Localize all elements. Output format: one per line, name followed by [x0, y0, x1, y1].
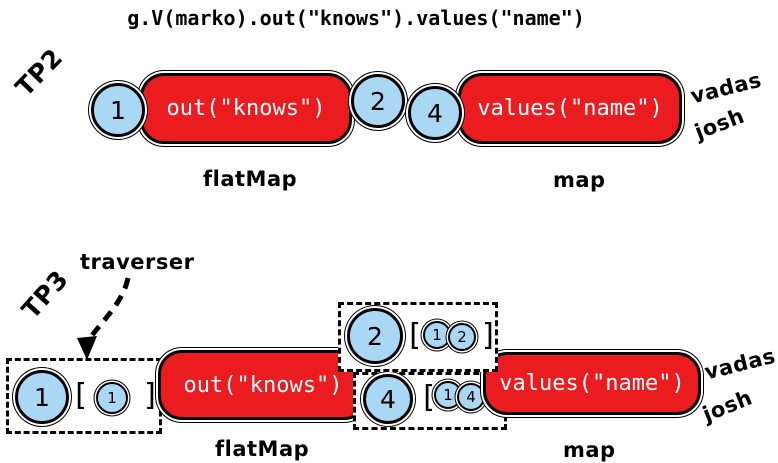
tp2-step-out-knows: out("knows"): [140, 73, 352, 144]
tp3-traverser-4: 4: [363, 374, 413, 424]
tp2-traverser-2: 2: [351, 74, 405, 128]
tp3-step-out-knows: out("knows"): [158, 350, 368, 420]
tp2-flatmap-label: flatMap: [203, 167, 298, 191]
traverser-annotation: traverser: [80, 250, 195, 274]
tp3-step-out-knows-label: out("knows"): [183, 372, 343, 398]
tp3-traverser-2-value: 2: [367, 321, 383, 351]
bulk-bracket-open: [: [419, 380, 438, 415]
path-value: 1: [443, 386, 453, 404]
tp3-output-josh: josh: [699, 385, 756, 427]
tp3-step-values-name: values("name"): [483, 352, 701, 415]
tp3-traverser-4-box: 4 [ 1 4 ]: [353, 372, 507, 430]
tp2-step-values-name: values("name"): [458, 73, 682, 144]
tp2-traverser-2-value: 2: [370, 86, 386, 116]
tp2-traverser-1: 1: [91, 83, 145, 137]
tp3-traverser-1: 1: [15, 370, 69, 424]
bulk-bracket-open: [: [71, 378, 90, 413]
tp3-input-traverser-box: 1 [ 1 ]: [6, 358, 162, 434]
tp3-step-values-name-label: values("name"): [499, 371, 685, 396]
bulk-bracket-open: [: [405, 318, 424, 353]
bulk-bracket-close: ]: [480, 318, 499, 353]
tp2-traverser-4: 4: [408, 86, 462, 140]
path-value: 2: [457, 328, 467, 346]
tp2-step-values-name-label: values("name"): [477, 96, 663, 121]
tp3-traverser-2-box: 2 [ 1 2 ]: [338, 302, 498, 372]
bulk-bracket-close: ]: [142, 378, 161, 413]
tp2-step-out-knows-label: out("knows"): [166, 96, 326, 121]
tp3-traverser-4-path-4: 4: [457, 383, 485, 411]
tp3-traverser-2: 2: [347, 308, 403, 364]
tp3-map-label: map: [563, 438, 616, 462]
tp3-traverser-4-value: 4: [380, 384, 396, 414]
tp2-section-label: TP2: [9, 42, 69, 103]
tp3-bulk-1: 1: [96, 382, 128, 414]
tp3-traverser-2-path-1: 1: [423, 321, 451, 349]
path-value: 1: [432, 326, 442, 344]
tp2-traverser-1-value: 1: [110, 95, 126, 125]
tp2-map-label: map: [553, 168, 606, 192]
path-value: 4: [466, 388, 476, 406]
query-title: g.V(marko).out("knows").values("name"): [127, 6, 585, 30]
tp2-traverser-4-value: 4: [427, 98, 443, 128]
tp3-output-vadas: vadas: [702, 343, 778, 385]
tp3-bulk-1-value: 1: [107, 389, 117, 407]
tp2-output-josh: josh: [691, 103, 748, 145]
tp3-flatmap-label: flatMap: [215, 437, 310, 461]
tp3-traverser-1-value: 1: [34, 382, 50, 412]
tp3-traverser-2-path-2: 2: [448, 323, 476, 351]
traverser-arrow-icon: [77, 277, 131, 360]
tp2-output-vadas: vadas: [688, 67, 764, 109]
